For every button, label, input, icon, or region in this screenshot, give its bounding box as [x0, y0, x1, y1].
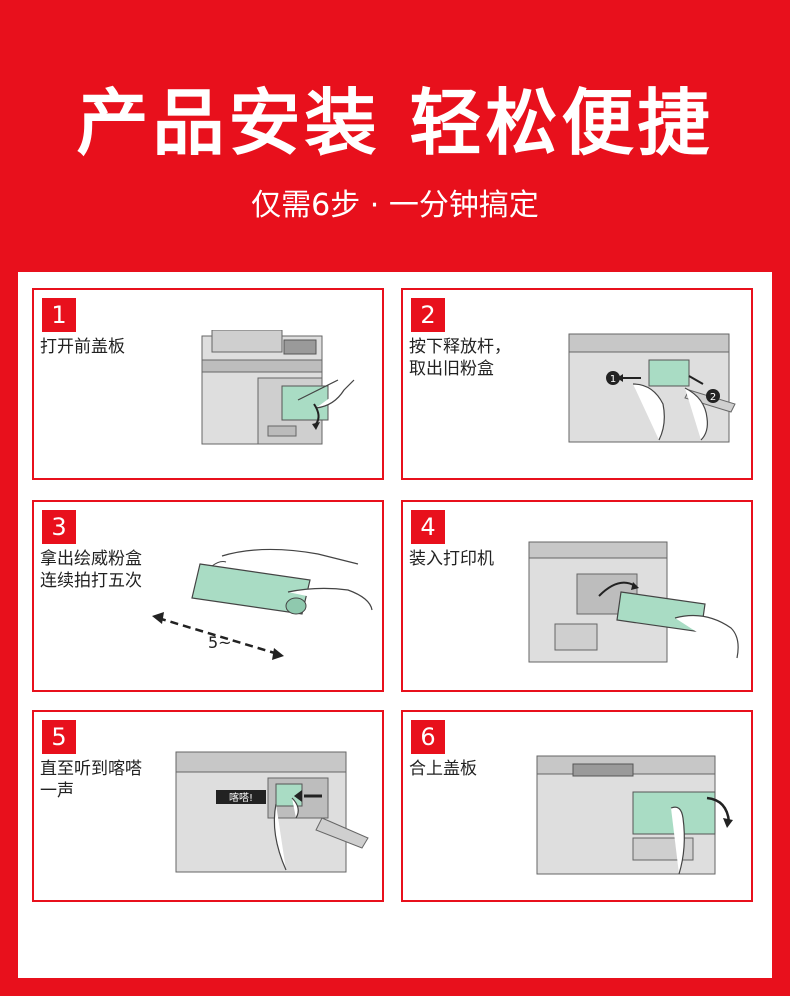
step-text: 直至听到喀嗒 一声: [40, 759, 142, 801]
step-number: 2: [411, 298, 445, 332]
step-card-1: 1 打开前盖板: [32, 288, 384, 480]
close-cover-illustration: [536, 755, 733, 875]
step-number: 4: [411, 510, 445, 544]
step-text: 合上盖板: [409, 759, 477, 779]
step-number: 3: [42, 510, 76, 544]
click-sound-bubble: 喀嗒!: [229, 791, 253, 804]
step-card-2: 2 按下释放杆， 取出旧粉盒 1 2: [401, 288, 753, 480]
insert-toner-illustration: [528, 541, 739, 663]
repeat-count-label: 5~: [208, 633, 232, 652]
page-title: 产品安装 轻松便捷: [76, 81, 714, 165]
marker-2: 2: [710, 392, 716, 403]
step-text: 装入打印机: [409, 549, 494, 569]
marker-1: 1: [610, 374, 616, 385]
click-into-place-illustration: 喀嗒!: [175, 751, 369, 873]
open-front-cover-illustration: [201, 330, 355, 445]
step-card-4: 4 装入打印机: [401, 500, 753, 692]
steps-panel: 1 打开前盖板 2 按下释放杆， 取出旧粉盒 1: [18, 272, 772, 978]
step-number: 5: [42, 720, 76, 754]
shake-toner-illustration: 5~: [152, 548, 373, 660]
step-text: 打开前盖板: [40, 337, 125, 357]
page-subtitle: 仅需6步 · 一分钟搞定: [251, 188, 539, 223]
bottom-border: [0, 978, 790, 996]
step-number: 1: [42, 298, 76, 332]
step-card-5: 5 直至听到喀嗒 一声 喀嗒!: [32, 710, 384, 902]
step-text: 拿出绘威粉盒 连续拍打五次: [40, 549, 142, 591]
step-card-6: 6 合上盖板: [401, 710, 753, 902]
remove-old-toner-illustration: 1 2: [568, 333, 736, 443]
step-number: 6: [411, 720, 445, 754]
step-card-3: 3 拿出绘威粉盒 连续拍打五次 5~: [32, 500, 384, 692]
step-text: 按下释放杆， 取出旧粉盒: [409, 337, 511, 379]
